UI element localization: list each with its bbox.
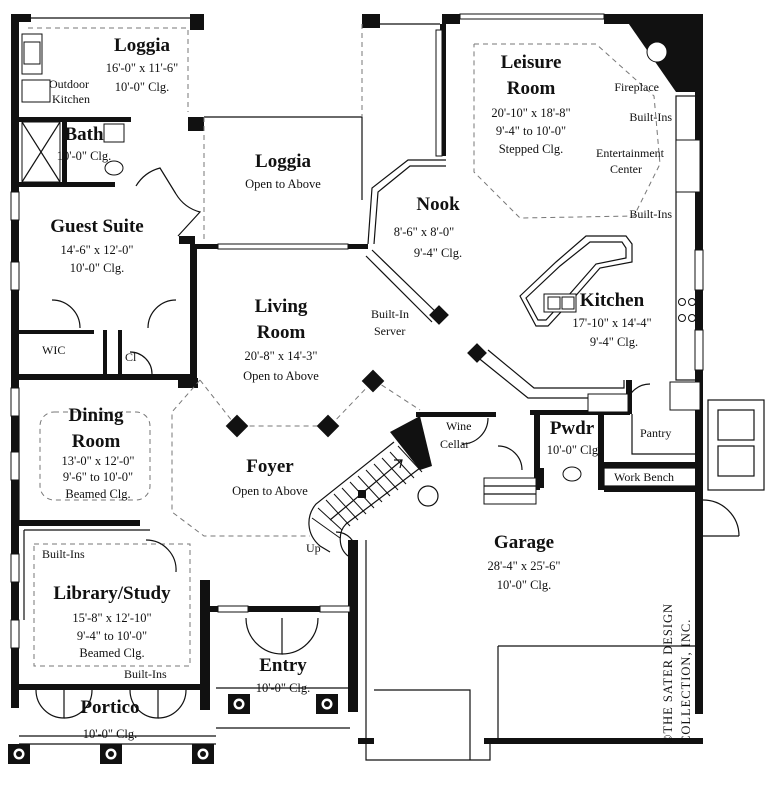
room-ceiling-2: Stepped Clg. <box>499 142 564 156</box>
room-kitchen: Kitchen 17'-10" x 14'-4" 9'-4" Clg. <box>572 290 651 349</box>
room-ceiling: 9'-4" Clg. <box>590 335 638 349</box>
room-ceiling: 10'-0" Clg. <box>115 80 170 94</box>
built-in-server-label: Built-In <box>371 307 409 321</box>
column <box>192 744 214 764</box>
column <box>8 744 30 764</box>
room-ceiling: 10'-0" Clg. <box>256 681 311 695</box>
room-ceiling: 9'-4" to 10'-0" <box>77 629 147 643</box>
room-size: 13'-0" x 12'-0" <box>61 454 134 468</box>
room-nook: Nook 8'-6" x 8'-0" 9'-4" Clg. <box>394 194 462 260</box>
room-ceiling: 10'-0" Clg. <box>70 261 125 275</box>
room-name: Nook <box>416 194 460 215</box>
room-name-line1: Living <box>255 296 308 317</box>
room-ceiling: 9'-4" Clg. <box>414 246 462 260</box>
interior-lines <box>18 17 765 761</box>
room-name: Entry <box>259 655 307 676</box>
stair-up-label: Up <box>306 541 321 555</box>
room-dining: Dining Room 13'-0" x 12'-0" 9'-6" to 10'… <box>61 405 134 501</box>
room-size: 20'-8" x 14'-3" <box>244 349 317 363</box>
copyright-line-1: ©THE SATER DESIGN <box>661 603 675 744</box>
room-name: Kitchen <box>580 290 645 311</box>
column <box>316 694 338 714</box>
outdoor-kitchen-label: Outdoor <box>49 77 89 91</box>
room-name: Loggia <box>114 35 170 56</box>
room-ceiling-2: Beamed Clg. <box>65 487 130 501</box>
room-name: Guest Suite <box>50 216 143 237</box>
pantry-label: Pantry <box>640 426 671 440</box>
wic-label: WIC <box>42 343 65 357</box>
outdoor-kitchen-label: Kitchen <box>52 92 90 106</box>
room-note: Open to Above <box>232 484 308 498</box>
room-ceiling-2: Beamed Clg. <box>79 646 144 660</box>
work-bench-label: Work Bench <box>614 470 674 484</box>
room-name: Bath <box>64 124 104 145</box>
room-leisure: Leisure Room 20'-10" x 18'-8" 9'-4" to 1… <box>491 52 570 156</box>
room-name-line2: Room <box>257 322 306 343</box>
room-pwdr: Pwdr 10'-0" Clg. <box>547 418 602 457</box>
built-ins-label: Built-Ins <box>42 547 85 561</box>
built-ins-label: Built-Ins <box>629 110 672 124</box>
room-name: Library/Study <box>53 583 171 604</box>
room-garage: Garage 28'-4" x 25'-6" 10'-0" Clg. <box>487 532 560 592</box>
room-name: Garage <box>494 532 554 553</box>
fixture-labels: Outdoor Kitchen Fireplace Built-Ins Ente… <box>42 77 674 681</box>
fixtures <box>21 33 701 482</box>
room-note: Open to Above <box>245 177 321 191</box>
room-portico: Portico 10'-0" Clg. <box>80 697 139 741</box>
room-ceiling: 9'-4" to 10'-0" <box>496 124 566 138</box>
room-size: 16'-0" x 11'-6" <box>106 61 179 75</box>
columns <box>8 305 487 764</box>
room-name-line1: Leisure <box>501 52 562 73</box>
room-ceiling: 10'-0" Clg. <box>547 443 602 457</box>
room-loggia-open: Loggia Open to Above <box>245 151 321 191</box>
closet-label: Cl <box>125 350 137 364</box>
room-ceiling: 10'-0" Clg. <box>83 727 138 741</box>
room-library: Library/Study 15'-8" x 12'-10" 9'-4" to … <box>53 583 171 660</box>
fireplace-label: Fireplace <box>614 80 659 94</box>
room-ceiling: 10'-0" Clg. <box>57 149 112 163</box>
room-size: 8'-6" x 8'-0" <box>394 225 455 239</box>
room-size: 28'-4" x 25'-6" <box>487 559 560 573</box>
room-entry: Entry 10'-0" Clg. <box>256 655 311 695</box>
room-name: Portico <box>80 697 139 718</box>
room-name: Pwdr <box>550 418 595 439</box>
room-ceiling: 9'-6" to 10'-0" <box>63 470 133 484</box>
staircase <box>308 441 423 557</box>
room-loggia-back: Loggia 16'-0" x 11'-6" 10'-0" Clg. <box>106 35 179 94</box>
room-living: Living Room 20'-8" x 14'-3" Open to Abov… <box>243 296 319 383</box>
room-size: 15'-8" x 12'-10" <box>72 611 151 625</box>
room-size: 17'-10" x 14'-4" <box>572 316 651 330</box>
built-ins-label: Built-Ins <box>124 667 167 681</box>
room-bath: Bath 10'-0" Clg. <box>57 124 112 163</box>
wine-cellar-label: Wine <box>446 419 472 433</box>
room-size: 20'-10" x 18'-8" <box>491 106 570 120</box>
room-foyer: Foyer Open to Above <box>232 456 308 498</box>
windows <box>10 13 704 649</box>
wine-cellar-label: Cellar <box>440 437 469 451</box>
column <box>100 744 122 764</box>
entertainment-center-label: Entertainment <box>596 146 665 160</box>
room-ceiling: 10'-0" Clg. <box>497 578 552 592</box>
copyright-line-2: COLLECTION, INC. <box>679 619 693 744</box>
built-ins-label: Built-Ins <box>629 207 672 221</box>
room-name-line1: Dining <box>69 405 124 426</box>
room-name-line2: Room <box>507 78 556 99</box>
room-size: 14'-6" x 12'-0" <box>60 243 133 257</box>
room-name: Foyer <box>246 456 294 477</box>
room-name: Loggia <box>255 151 311 172</box>
room-name-line2: Room <box>72 431 121 452</box>
copyright: ©THE SATER DESIGN COLLECTION, INC. <box>661 603 693 744</box>
entertainment-center-label: Center <box>610 162 642 176</box>
room-guest-suite: Guest Suite 14'-6" x 12'-0" 10'-0" Clg. <box>50 216 143 275</box>
dashed-lines <box>28 24 661 667</box>
column <box>228 694 250 714</box>
built-in-server-label: Server <box>374 324 405 338</box>
room-note: Open to Above <box>243 369 319 383</box>
